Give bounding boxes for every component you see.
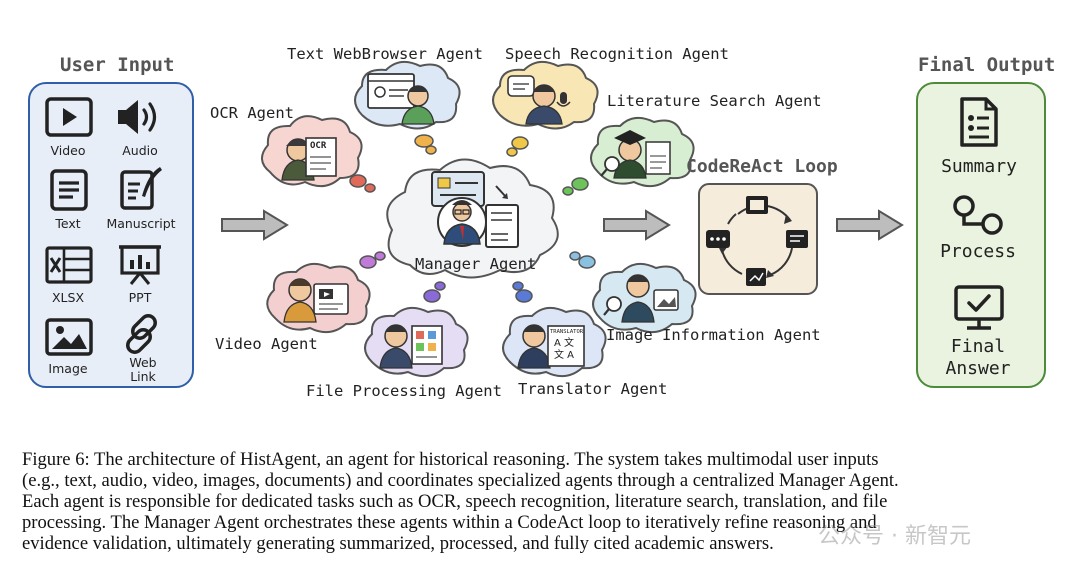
arrow-input-to-manager (221, 209, 289, 241)
caption-line: evidence validation, ultimately generati… (22, 533, 774, 554)
input-label-image: Image (48, 361, 88, 376)
codereact-loop-box (698, 183, 818, 295)
monitor-check-icon (954, 285, 1004, 330)
summary-icon (960, 97, 998, 147)
connector-bubbles (349, 134, 596, 303)
speech-recognition-agent-label: Speech Recognition Agent (505, 45, 729, 63)
ocr-tag-text: OCR (310, 141, 327, 151)
ppt-icon (119, 245, 161, 285)
file-processing-agent-cloud (364, 306, 469, 378)
video-agent-label: Video Agent (215, 335, 318, 353)
input-label-xlsx: XLSX (51, 290, 85, 305)
text-webbrowser-agent-cloud (354, 60, 461, 130)
input-label-manuscript: Manuscript (106, 216, 176, 231)
literature-search-agent-cloud (590, 116, 695, 188)
text-icon (50, 169, 88, 211)
video-agent-cloud (266, 262, 371, 334)
file-processing-agent-label: File Processing Agent (306, 382, 502, 400)
caption-line: processing. The Manager Agent orchestrat… (22, 512, 877, 533)
caption-line: Figure 6: The architecture of HistAgent,… (22, 449, 879, 470)
manager-agent-label: Manager Agent (415, 255, 537, 273)
codereact-loop-title: CodeReAct Loop (686, 156, 838, 177)
translator-glyphs: A 文 文 A (554, 338, 575, 361)
image-information-agent-cloud (592, 262, 697, 334)
audio-icon (118, 100, 157, 134)
final-output-title: Final Output (918, 54, 1056, 76)
process-icon (953, 195, 1003, 235)
image-icon (45, 318, 93, 356)
input-label-text: Text (55, 216, 81, 231)
caption-line: Each agent is responsible for dedicated … (22, 491, 888, 512)
literature-search-agent-label: Literature Search Agent (607, 92, 822, 110)
figure-caption: Figure 6: The architecture of HistAgent,… (22, 449, 1062, 554)
ocr-agent-cloud (261, 115, 363, 188)
input-label-video: Video (50, 143, 86, 158)
input-label-audio: Audio (122, 143, 158, 158)
image-information-agent-label: Image Information Agent (606, 326, 821, 344)
translator-tag-text: TRANSLATOR (550, 329, 584, 335)
final-output-panel (916, 82, 1046, 388)
speech-recognition-agent-cloud (492, 60, 599, 130)
ocr-agent-label: OCR Agent (210, 104, 294, 122)
video-icon (45, 97, 93, 137)
text-webbrowser-agent-label: Text WebBrowser Agent (287, 45, 483, 63)
xlsx-icon (45, 246, 93, 284)
user-input-panel (28, 82, 194, 388)
arrow-loop-to-output (836, 209, 904, 241)
agent-network-diagram (261, 60, 818, 378)
caption-line: (e.g., text, audio, video, images, docum… (22, 470, 899, 491)
translator-agent-label: Translator Agent (518, 380, 668, 398)
output-label-summary: Summary (941, 156, 1017, 177)
manuscript-icon (120, 167, 162, 210)
manager-agent-cloud (386, 158, 559, 279)
arrow-manager-to-loop (603, 209, 671, 241)
watermark: 公众号 · 新智元 (818, 524, 971, 549)
link-icon (126, 314, 157, 354)
input-label-ppt: PPT (128, 290, 152, 305)
translator-agent-cloud (502, 306, 607, 378)
user-input-title: User Input (60, 54, 175, 76)
output-label-process: Process (940, 241, 1016, 262)
